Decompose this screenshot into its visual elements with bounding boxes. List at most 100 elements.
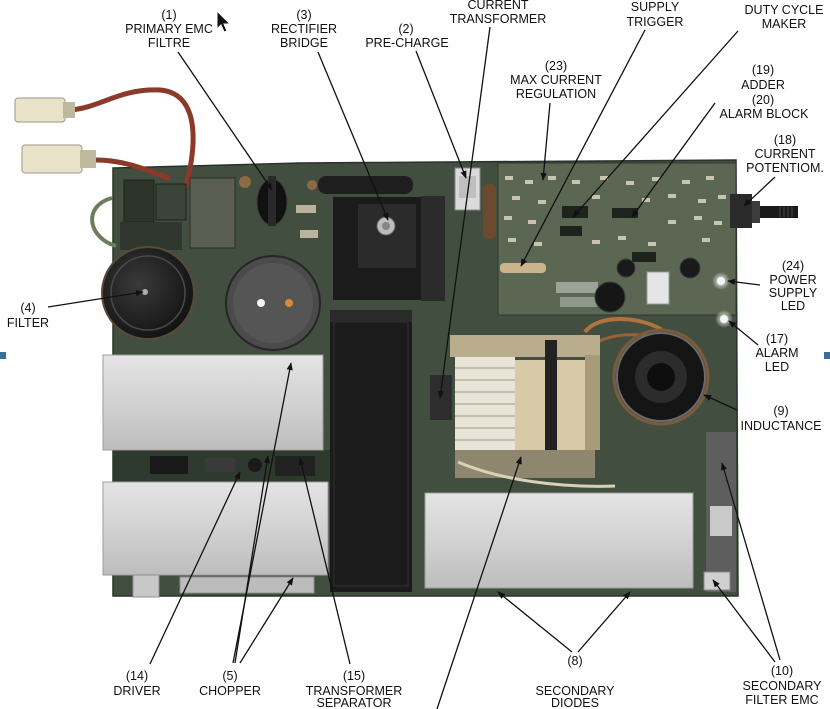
leader-secondary-diodes-left — [497, 591, 573, 653]
right-edge-marker — [824, 352, 830, 359]
smd-component — [534, 242, 542, 246]
potentiometer-nut — [752, 201, 760, 223]
power-supply-led — [717, 277, 725, 285]
rectifier-bracket — [421, 196, 445, 301]
label-text: LED — [781, 299, 805, 313]
label-current-transformer: CURRENT TRANSFORMER — [450, 0, 547, 26]
relay-block-1 — [123, 179, 155, 223]
winding-leads — [457, 460, 616, 488]
label-supply-trigger: SUPPLY TRIGGER — [627, 0, 684, 29]
smd-component — [618, 236, 626, 240]
red-wire-2 — [93, 157, 171, 181]
label-text: POWER — [769, 273, 816, 287]
ic-chip — [632, 252, 656, 262]
label-text: FILTER EMC — [745, 693, 818, 707]
winding-side — [585, 355, 600, 450]
label-number: (17) — [766, 332, 788, 346]
smd-component — [525, 180, 533, 184]
inductance-ring-outer — [612, 328, 710, 426]
label-text: RECTIFIER — [271, 22, 337, 36]
label-secondary-filter-emc: (10) SECONDARY FILTER EMC — [743, 664, 823, 707]
leader-alarm-led — [728, 320, 759, 346]
leader-bottom-cut — [436, 456, 522, 709]
smd-component — [528, 220, 536, 224]
current-transformer-part — [430, 375, 452, 420]
label-duty-cycle-maker: DUTY CYCLE MAKER — [745, 3, 824, 31]
transformer-windings — [430, 335, 616, 488]
label-secondary-diodes: (8) SECONDARY DIODES — [536, 654, 616, 709]
smd-component — [592, 195, 600, 199]
label-text: SECONDARY — [536, 684, 616, 698]
leader-secondary-filter-emc-upper — [720, 462, 781, 661]
label-number: (10) — [771, 664, 793, 678]
leader-duty-cycle-maker — [572, 30, 739, 218]
label-alarm-led: (17) ALARM LED — [755, 332, 798, 374]
label-text: REGULATION — [516, 87, 596, 101]
label-primary-emc-filtre: (1) PRIMARY EMC FILTRE — [125, 8, 213, 50]
label-adder-alarm-block: (19) ADDER (20) ALARM BLOCK — [720, 63, 810, 121]
capacitor-terminal-orange — [285, 299, 293, 307]
label-text: TRIGGER — [627, 15, 684, 29]
label-current-potentiometer: (18) CURRENT POTENTIOM. — [746, 133, 824, 175]
ic-chip — [612, 208, 638, 218]
label-number: (18) — [774, 133, 796, 147]
small-part — [300, 230, 318, 238]
green-wire — [90, 196, 117, 248]
smd-component — [698, 199, 706, 203]
label-text: INDUCTANCE — [740, 419, 821, 433]
label-text: PRE-CHARGE — [365, 36, 448, 50]
smd-component — [694, 216, 702, 220]
right-bracket-tab — [710, 506, 732, 536]
label-transformer-separator: (15) TRANSFORMER SEPARATOR — [306, 669, 403, 709]
wiring-harness — [14, 87, 196, 248]
smd-component — [702, 238, 710, 242]
leader-filter — [47, 290, 144, 308]
pre-charge-relay-inner — [459, 176, 476, 198]
leader-supply-trigger — [520, 29, 646, 267]
winding-base — [455, 450, 595, 478]
board-connector — [646, 271, 670, 305]
left-edge-marker — [0, 352, 6, 359]
label-number: (14) — [126, 669, 148, 683]
smd-component — [504, 216, 512, 220]
label-text: DRIVER — [113, 684, 160, 698]
alarm-led — [720, 315, 728, 323]
leader-transformer-separator — [298, 457, 351, 665]
relay-block-2 — [155, 183, 187, 221]
smd-component — [508, 238, 516, 242]
label-inductance: (9) INDUCTANCE — [740, 404, 821, 433]
label-number: (3) — [296, 8, 311, 22]
power-resistor — [318, 176, 413, 194]
silkscreen-plate — [560, 297, 600, 307]
leader-inductance — [703, 394, 738, 411]
label-number: (1) — [161, 8, 176, 22]
electrolytic-capacitor — [616, 258, 636, 278]
smd-component — [512, 196, 520, 200]
potentiometer-knurl — [779, 207, 793, 217]
label-text: BRIDGE — [280, 36, 328, 50]
leader-current-transformer — [437, 26, 491, 399]
smd-component — [592, 240, 600, 244]
emc-filter-wire — [268, 176, 276, 226]
smd-component — [600, 176, 608, 180]
small-part — [239, 176, 251, 188]
smd-component — [538, 200, 546, 204]
label-text: SEPARATOR — [316, 696, 391, 709]
leader-rectifier-bridge — [317, 51, 389, 221]
grey-block — [189, 177, 236, 249]
heatsink-right — [424, 492, 694, 589]
smd-component — [572, 180, 580, 184]
silkscreen-plate — [556, 282, 598, 293]
driver-component — [205, 458, 235, 472]
label-number: (19) — [752, 63, 774, 77]
electrolytic-capacitor — [679, 257, 701, 279]
label-text: DIODES — [551, 696, 599, 709]
label-max-current-regulation: (23) MAX CURRENT REGULATION — [510, 59, 602, 101]
label-filter: (4) FILTER — [7, 301, 49, 330]
label-text: FILTER — [7, 316, 49, 330]
leader-primary-emc-filtre — [177, 51, 273, 191]
leader-pre-charge — [415, 50, 467, 179]
label-text: ADDER — [741, 78, 785, 92]
label-number: (9) — [773, 404, 788, 418]
label-text: FILTRE — [148, 36, 190, 50]
